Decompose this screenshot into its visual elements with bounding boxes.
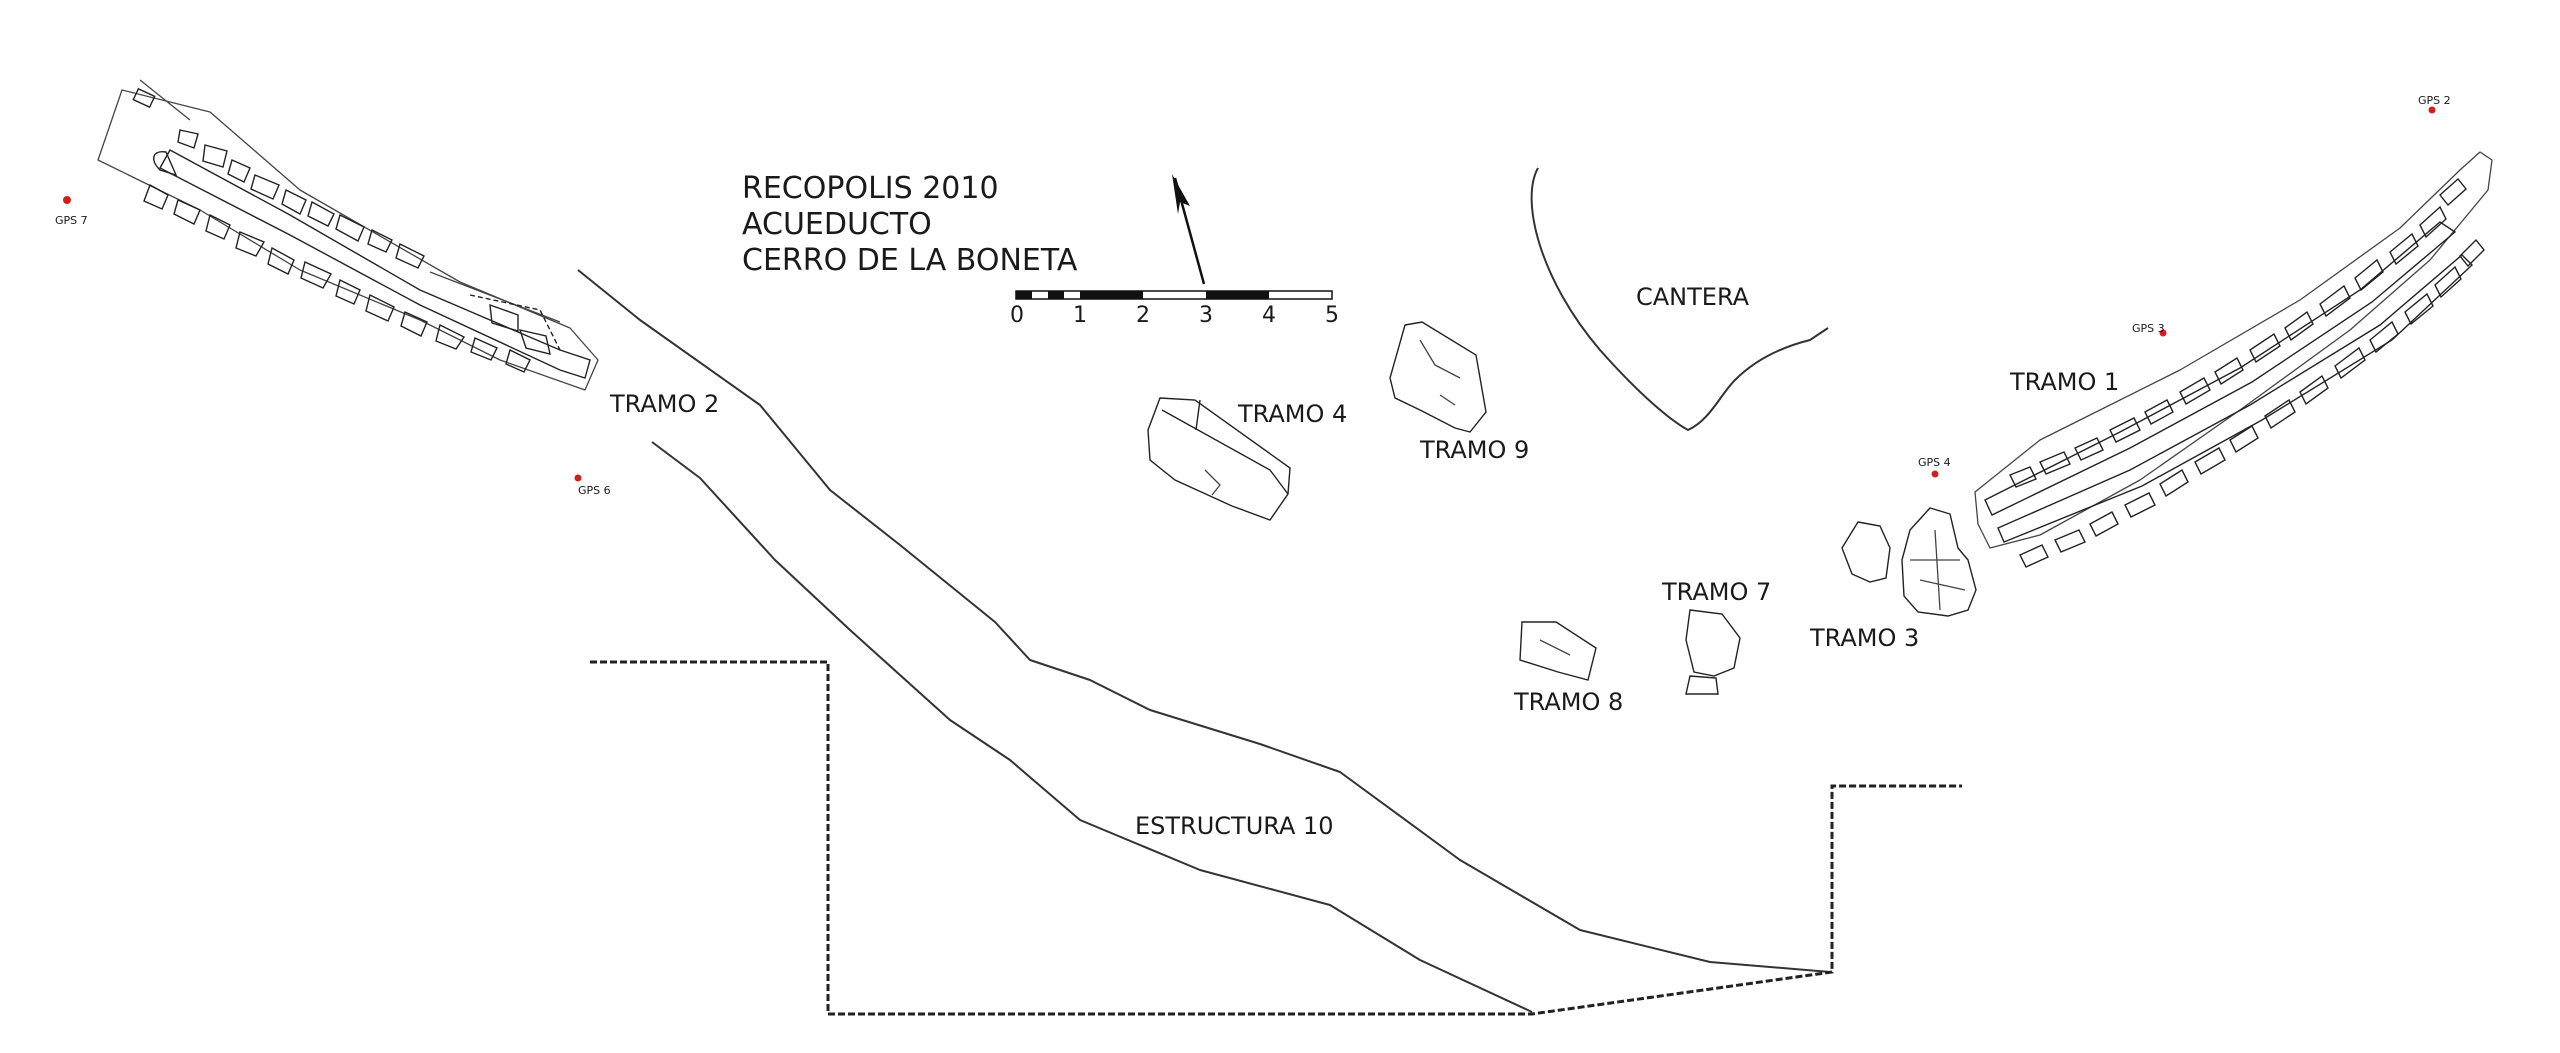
label-tramo-7: TRAMO 7 [1661,578,1771,606]
estructura-10-outline [577,269,1831,1013]
tramo-8-structure [1519,621,1597,681]
title-block: RECOPOLIS 2010 ACUEDUCTO CERRO DE LA BON… [742,171,1078,278]
gps-4-label: GPS 4 [1918,456,1951,469]
label-tramo-3: TRAMO 3 [1809,624,1919,652]
scale-tick-4: 4 [1262,303,1276,328]
tramo-2-structure [97,79,599,391]
title-line-1: RECOPOLIS 2010 [742,171,999,206]
tramo-9-structure [1389,321,1487,433]
tramo-1-structure [1974,151,2493,568]
feature-labels: TRAMO 2 TRAMO 4 TRAMO 9 CANTERA TRAMO 1 … [609,283,2119,840]
scale-tick-0: 0 [1010,303,1024,328]
label-tramo-4: TRAMO 4 [1237,400,1347,428]
gps-4-marker-icon [1931,470,1939,478]
scale-tick-3: 3 [1199,303,1213,328]
gps-2-label: GPS 2 [2418,94,2451,107]
gps-2-marker-icon [2428,106,2436,114]
tramo-4-structure [1147,397,1291,521]
north-arrow-icon [1172,174,1206,285]
gps-3-label: GPS 3 [2132,322,2165,335]
label-estructura-10: ESTRUCTURA 10 [1135,812,1334,840]
label-tramo-2: TRAMO 2 [609,390,719,418]
cantera-outline [1530,167,1829,431]
gps-6-label: GPS 6 [578,484,611,497]
scale-bar: 0 1 2 3 4 5 [1010,290,1339,328]
gps-6-marker-icon [574,474,582,482]
scale-tick-5: 5 [1325,303,1339,328]
tramo-3-structure [1841,507,1977,617]
gps-7-marker-icon [63,196,71,204]
gps-markers: GPS 7 GPS 6 GPS 2 GPS 3 GPS 4 [55,94,2451,497]
gps-7-label: GPS 7 [55,214,88,227]
scale-tick-2: 2 [1136,303,1150,328]
tramo-7-structure [1685,609,1741,695]
gps-3-marker-icon [2159,329,2167,337]
title-line-2: ACUEDUCTO [742,207,932,242]
label-tramo-9: TRAMO 9 [1419,436,1529,464]
scale-tick-1: 1 [1073,303,1087,328]
label-cantera: CANTERA [1636,283,1750,311]
label-tramo-1: TRAMO 1 [2009,368,2119,396]
label-tramo-8: TRAMO 8 [1513,688,1623,716]
excavation-boundary [590,660,1962,1016]
title-line-3: CERRO DE LA BONETA [742,243,1078,278]
